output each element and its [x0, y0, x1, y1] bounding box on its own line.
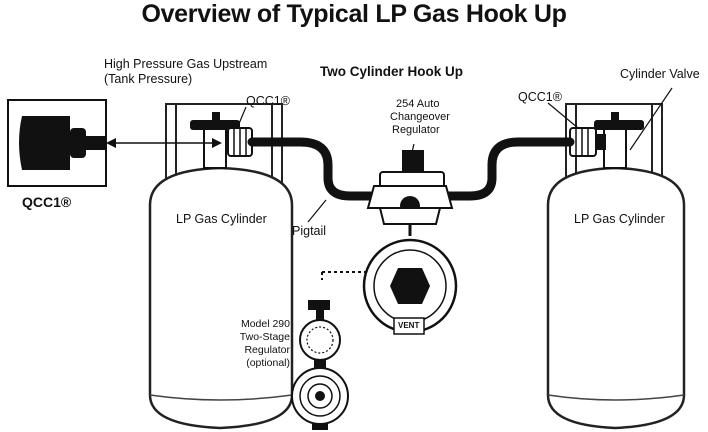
diagram-title: Overview of Typical LP Gas Hook Up — [141, 0, 567, 28]
right-pigtail-hose — [437, 137, 575, 201]
two-cylinder-label: Two Cylinder Hook Up — [320, 64, 464, 79]
pressure-arrow — [106, 138, 222, 148]
pigtail-label: Pigtail — [292, 224, 327, 238]
regulator-254-line1: 254 Auto — [396, 98, 440, 110]
left-cylinder-valve — [190, 112, 253, 169]
high-pressure-label: High Pressure Gas Upstream — [104, 57, 268, 71]
cylinder-valve-leader — [629, 87, 673, 151]
model290-line3: Regulator — [244, 344, 290, 356]
regulator-254-line3: Regulator — [392, 124, 440, 136]
left-pigtail-hose — [247, 137, 383, 201]
qcc-closeup-label: QCC1® — [22, 194, 72, 210]
cylinder-valve-label: Cylinder Valve — [620, 67, 700, 81]
vent-label: VENT — [398, 321, 420, 330]
model-290-regulator — [291, 300, 349, 430]
regulator-254-line2: Changeover — [390, 111, 450, 123]
qcc-left-label: QCC1® — [246, 94, 290, 108]
tank-pressure-label: (Tank Pressure) — [104, 72, 193, 86]
right-cylinder-valve — [569, 112, 644, 169]
pigtail-leader — [307, 199, 327, 223]
cylinder-right-label: LP Gas Cylinder — [574, 212, 665, 226]
qcc1-closeup-fitting — [7, 99, 107, 187]
qcc-left-leader — [237, 106, 247, 127]
regulator-face-closeup — [362, 238, 458, 335]
model290-line2: Two-Stage — [239, 331, 290, 343]
model290-line4: (optional) — [246, 357, 290, 369]
model290-line1: Model 290 — [240, 318, 290, 330]
changeover-regulator — [366, 150, 454, 236]
regulator-254-leader — [411, 143, 415, 153]
qcc-right-label: QCC1® — [518, 90, 562, 104]
qcc-right-leader — [547, 102, 579, 129]
right-cylinder — [546, 103, 686, 430]
cylinder-left-label: LP Gas Cylinder — [176, 212, 267, 226]
